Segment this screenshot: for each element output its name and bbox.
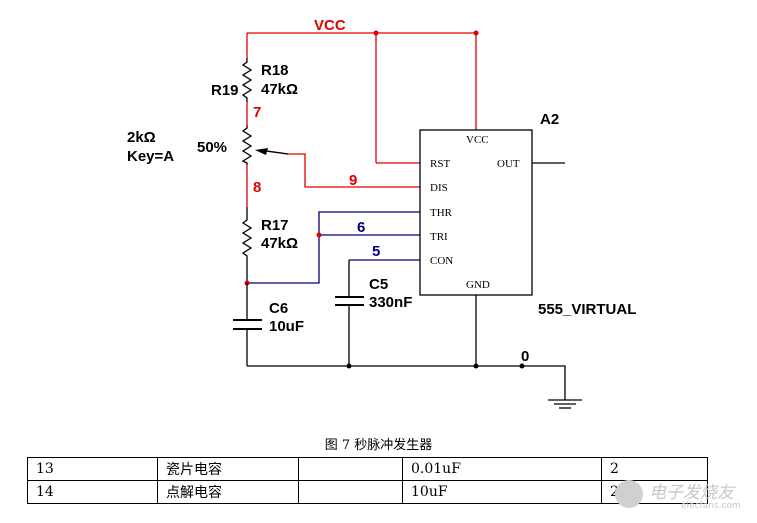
junction-dot [373, 30, 379, 36]
table-cell: 点解电容 [157, 480, 299, 504]
table-cell: 0.01uF [402, 457, 602, 481]
node-8-label: 8 [253, 179, 261, 196]
table-cell: 2 [601, 457, 708, 481]
pin-thr: THR [430, 207, 453, 219]
pot-key: Key=A [127, 148, 174, 165]
table-cell: 13 [27, 457, 158, 481]
c6-value: 10uF [269, 318, 304, 335]
circuit-schematic: VCC R18 47kΩ R19 7 2kΩ Key=A 50% 8 9 R17… [127, 17, 636, 409]
r18-value: 47kΩ [261, 81, 298, 98]
r18-name: R18 [261, 62, 289, 79]
vcc-wires [246, 32, 477, 207]
junction-dot [346, 363, 352, 369]
watermark: 电子发烧友 elecfans.com [615, 476, 757, 516]
junction-dot [473, 363, 479, 369]
watermark-logo-icon [615, 480, 643, 508]
node-7-label: 7 [253, 104, 261, 121]
table-cell: 14 [27, 480, 158, 504]
pin-dis: DIS [430, 182, 448, 194]
c5-value: 330nF [369, 294, 412, 311]
c6-name: C6 [269, 300, 288, 317]
ground-bus [247, 365, 582, 409]
node-9-label: 9 [349, 172, 357, 189]
chip-name: A2 [540, 111, 559, 128]
chip-model: 555_VIRTUAL [538, 301, 636, 318]
pin-gnd: GND [466, 279, 490, 291]
r19-name: R19 [211, 82, 239, 99]
resistor-r18 [241, 58, 253, 102]
node-6-label: 6 [357, 219, 365, 236]
table-cell [298, 457, 403, 481]
pin-out: OUT [497, 158, 520, 170]
potentiometer [241, 125, 253, 165]
pin-rst: RST [430, 158, 450, 170]
junction-dot [519, 363, 525, 369]
pot-percent: 50% [197, 139, 227, 156]
junction-dot [316, 232, 322, 238]
junction-dot [473, 30, 479, 36]
ground-node-label: 0 [521, 348, 529, 365]
resistor-r17 [241, 207, 253, 283]
table-cell [298, 480, 403, 504]
pin-tri: TRI [430, 231, 448, 243]
pin-con: CON [430, 255, 453, 267]
potentiometer-wiper-arrow [255, 148, 268, 155]
parts-table: 13 瓷片电容 0.01uF 2 14 点解电容 10uF 2 [27, 457, 708, 504]
vcc-label: VCC [314, 17, 346, 34]
r17-value: 47kΩ [261, 235, 298, 252]
table-cell: 10uF [402, 480, 602, 504]
pot-value: 2kΩ [127, 129, 156, 146]
table-row: 14 点解电容 10uF 2 [27, 480, 708, 504]
c5-name: C5 [369, 276, 388, 293]
threshold-trigger-wires [247, 211, 420, 284]
capacitor-c5 [335, 260, 364, 366]
watermark-text: 电子发烧友 [649, 483, 734, 503]
table-row: 13 瓷片电容 0.01uF 2 [27, 457, 708, 481]
watermark-sub: elecfans.com [681, 501, 741, 511]
r17-name: R17 [261, 217, 289, 234]
pin-vcc: VCC [466, 134, 489, 146]
node-5-label: 5 [372, 243, 380, 260]
figure-caption: 图 7 秒脉冲发生器 [324, 438, 433, 453]
table-cell: 瓷片电容 [157, 457, 299, 481]
capacitor-c6 [233, 283, 262, 366]
